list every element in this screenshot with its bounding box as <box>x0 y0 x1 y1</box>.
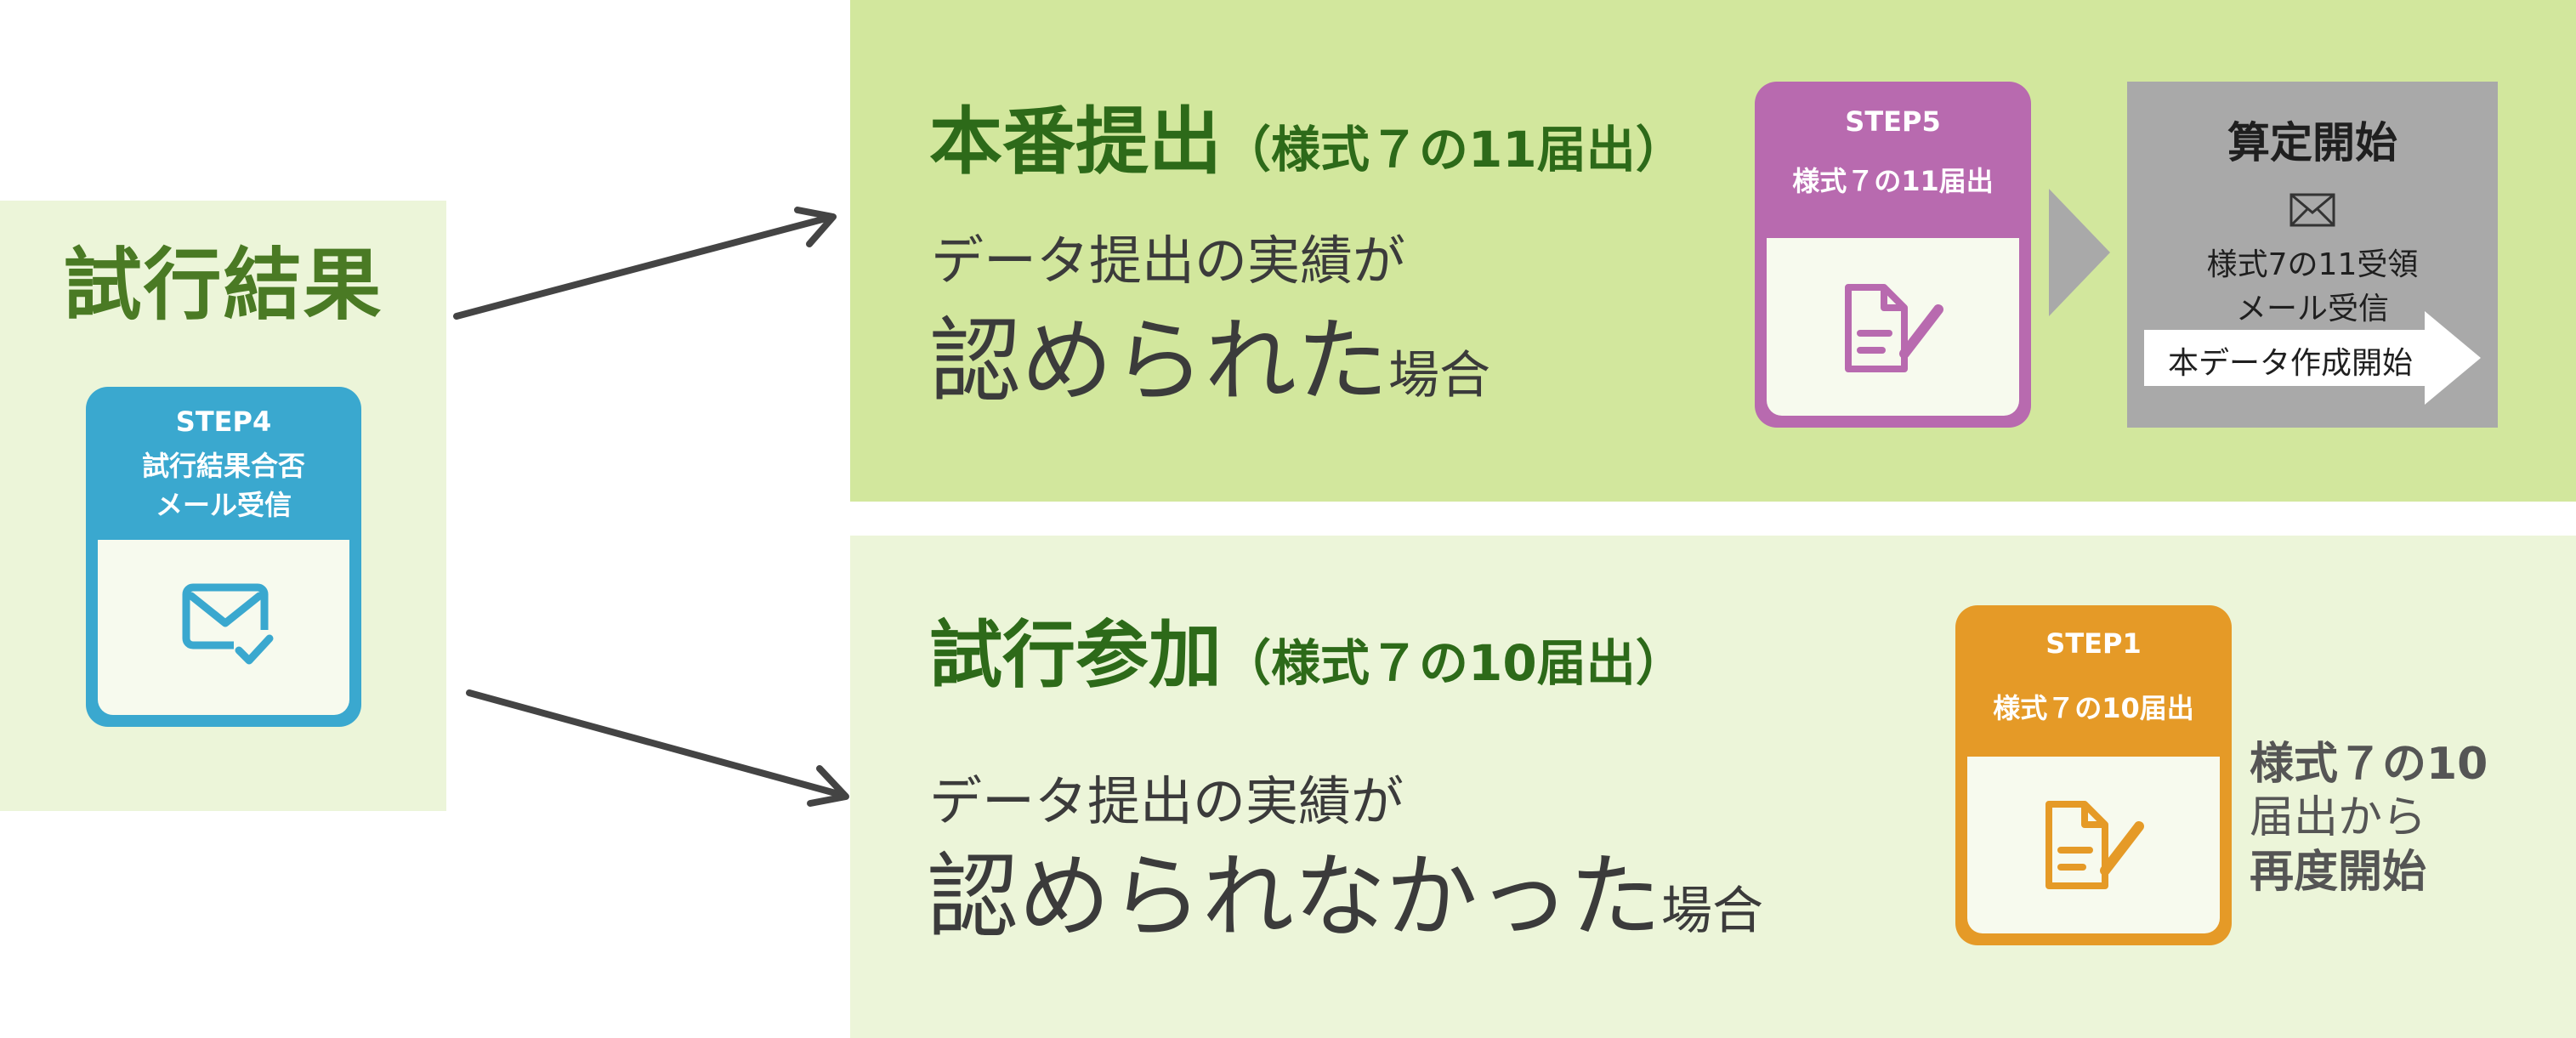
restart-line1: 様式７の10 <box>2250 739 2488 790</box>
step4-icon-area <box>98 540 349 715</box>
arrow-to-production <box>453 207 837 320</box>
trial-panel <box>850 536 2576 1038</box>
arrow-to-trial <box>466 689 849 807</box>
trial-desc-line1: データ提出の実績が <box>929 770 1404 832</box>
step4-line1: 試行結果合否 <box>141 450 305 482</box>
calculation-line2: メール受信 <box>2235 292 2389 326</box>
step1-card: STEP1 様式７の10届出 <box>1955 605 2232 945</box>
trial-heading-main: 試行参加 <box>929 613 1222 698</box>
start-arrow-text: 本データ作成開始 <box>2167 346 2413 381</box>
production-heading: 本番提出（様式７の11届出） <box>929 105 1685 179</box>
calculation-line1: 様式7の11受領 <box>2206 247 2419 282</box>
start-arrow <box>2144 311 2481 405</box>
restart-line3: 再度開始 <box>2250 846 2427 898</box>
production-desc-big: 認められた <box>929 309 1389 415</box>
envelope-icon <box>2289 193 2335 227</box>
restart-note: 様式７の10 届出から 再度開始 <box>2250 738 2488 899</box>
trial-heading-sub: （様式７の10届出） <box>1222 634 1685 692</box>
production-heading-main: 本番提出 <box>929 99 1222 184</box>
step5-icon-area <box>1767 238 2019 416</box>
step1-line1: 様式７の10届出 <box>1993 692 2194 724</box>
mail-check-icon <box>182 583 276 667</box>
step4-card: STEP4 試行結果合否 メール受信 <box>86 387 361 727</box>
step4-line2: メール受信 <box>155 489 292 521</box>
step5-card: STEP5 様式７の11届出 <box>1755 82 2031 428</box>
step5-line1: 様式７の11届出 <box>1792 165 1994 197</box>
step1-icon-area <box>1967 757 2220 933</box>
document-edit-icon <box>1845 284 1943 372</box>
production-desc-line1: データ提出の実績が <box>931 230 1406 292</box>
flow-triangle <box>2049 189 2110 316</box>
restart-line2: 届出から <box>2250 792 2427 844</box>
trial-desc-big: 認められなかった <box>927 844 1662 950</box>
calculation-title: 算定開始 <box>2227 118 2397 167</box>
trial-desc-line2: 認められなかった場合 <box>927 852 1763 944</box>
production-desc-line2: 認められた場合 <box>929 316 1490 408</box>
document-edit-icon <box>2045 801 2144 889</box>
production-desc-suffix: 場合 <box>1388 346 1491 406</box>
trial-desc-suffix: 場合 <box>1661 882 1764 941</box>
result-title: 試行結果 <box>63 240 383 331</box>
step4-label: STEP4 <box>175 406 272 438</box>
step5-label: STEP5 <box>1845 105 1941 138</box>
production-heading-sub: （様式７の11届出） <box>1222 121 1685 179</box>
trial-heading: 試行参加（様式７の10届出） <box>929 619 1685 692</box>
step1-label: STEP1 <box>2045 627 2142 660</box>
